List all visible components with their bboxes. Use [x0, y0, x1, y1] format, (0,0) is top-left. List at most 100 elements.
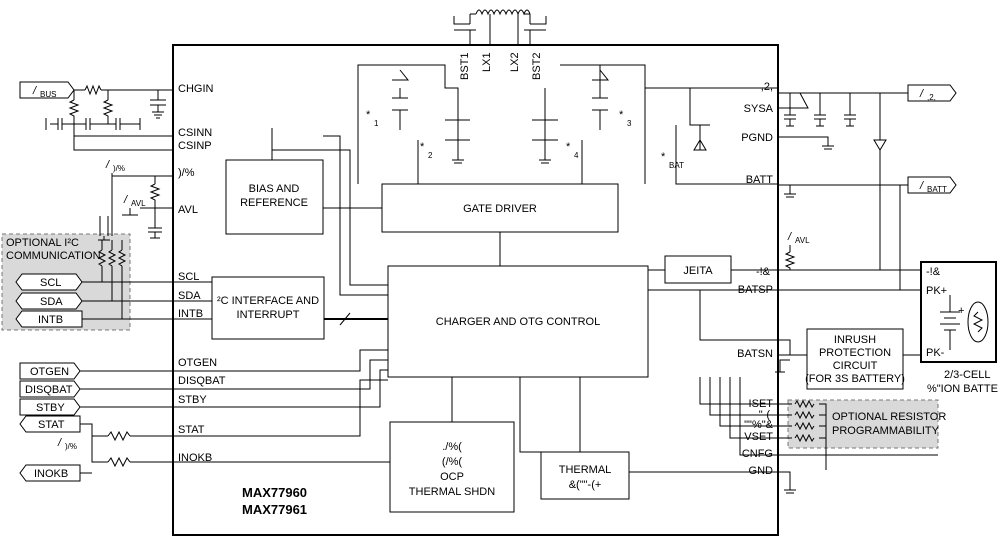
ocp-label-4: THERMAL SHDN — [409, 486, 495, 498]
disqbat-signal: DISQBAT — [25, 384, 73, 396]
pin-pgnd: PGND — [741, 132, 773, 144]
fet-q3-sub: 3 — [627, 119, 632, 128]
fet-q3-star: * — [619, 109, 624, 121]
thermal-label-2: &(""-(+ — [569, 479, 602, 491]
pin-avl: AVL — [178, 204, 198, 216]
pack-plus-label: PK+ — [926, 285, 947, 297]
charger-otg-control-block — [387, 265, 649, 378]
vbus-label: / — [32, 85, 37, 97]
battery-label-2: %"ION BATTERY — [927, 383, 998, 395]
vio-label: / — [57, 437, 62, 449]
fet-q2-star: * — [420, 141, 425, 153]
fet-q1-star: * — [366, 109, 371, 121]
stat-signal: STAT — [38, 419, 65, 431]
vio-sub: )/% — [65, 442, 77, 451]
pin-otgen: OTGEN — [178, 357, 217, 369]
intb-signal: INTB — [38, 314, 63, 326]
stby-signal: STBY — [36, 402, 65, 414]
vpvl-sub: )/% — [113, 164, 125, 173]
vbus-tag — [19, 81, 75, 99]
fet-q1-sub: 1 — [374, 119, 379, 128]
inokb-signal: INOKB — [34, 468, 68, 480]
sda-tag — [15, 292, 83, 310]
battery-pack — [920, 261, 997, 363]
inrush-label-1: INRUSH — [834, 334, 876, 346]
pin-intb: INTB — [178, 308, 203, 320]
pin-lx2: LX2 — [509, 52, 521, 72]
pin-sys: ,2, — [761, 81, 773, 93]
opt-res-label-2: PROGRAMMABILITY — [832, 425, 940, 437]
pin-cnfg: CNFG — [742, 448, 773, 460]
inrush-protection-block — [806, 328, 904, 390]
battery-label-1: 2/3-CELL — [944, 369, 990, 381]
vavl2-sub: AVL — [795, 236, 810, 245]
thermal-regulation-block — [540, 451, 630, 500]
pin-pvl: )/% — [178, 167, 195, 179]
vsys-sub: ,2, — [927, 93, 936, 102]
otgen-signal: OTGEN — [30, 366, 69, 378]
pin-stby: STBY — [178, 394, 207, 406]
thermal-label-1: THERMAL — [559, 464, 612, 476]
optional-resistor-region — [787, 399, 939, 449]
inrush-label-4: (FOR 3S BATTERY) — [805, 373, 905, 385]
vbatt-label: / — [919, 180, 924, 192]
pin-chgin: CHGIN — [178, 83, 214, 95]
inokb-tag — [19, 464, 81, 482]
pin-scl: SCL — [178, 271, 199, 283]
vbatt-tag — [907, 176, 957, 194]
pin-inokb: INOKB — [178, 452, 212, 464]
opt-i2c-label-1: OPTIONAL I²C — [6, 237, 79, 249]
i2c-interface-block — [211, 276, 325, 340]
stat-tag — [19, 415, 81, 433]
jeita-label: JEITA — [683, 265, 713, 277]
vbatt-sub: BATT — [927, 185, 947, 194]
pin-vset: VSET — [744, 431, 773, 443]
ocp-label-3: OCP — [440, 471, 464, 483]
fet-qbat-star: * — [661, 151, 666, 163]
inrush-label-3: CIRCUIT — [833, 360, 878, 372]
vsys-label: / — [919, 88, 924, 100]
charger-label: CHARGER AND OTG CONTROL — [436, 316, 600, 328]
inrush-label-2: PROTECTION — [819, 347, 891, 359]
vpvl-label: / — [105, 159, 110, 171]
pin-csinn: CSINN — [178, 127, 212, 139]
pin-sda: SDA — [178, 290, 201, 302]
opt-res-label-1: OPTIONAL RESISTOR — [832, 411, 946, 423]
pin-vsetp: ""%"& — [744, 419, 773, 431]
disqbat-tag — [19, 380, 81, 398]
pin-bst1: BST1 — [459, 52, 471, 80]
vavl2-label: / — [787, 231, 792, 243]
pin-gnd: GND — [749, 465, 774, 477]
scl-tag — [15, 273, 83, 291]
stby-tag — [19, 398, 81, 416]
pin-lx1: LX1 — [481, 52, 493, 72]
ocp-thermal-block — [389, 421, 515, 513]
ocp-label-2: (/%( — [442, 456, 463, 468]
cell-plus-label: + — [958, 305, 964, 317]
pin-stat: STAT — [178, 424, 205, 436]
pin-csinp: CSINP — [178, 140, 212, 152]
vbus-sub: BUS — [40, 90, 56, 99]
fet-q2-sub: 2 — [428, 151, 433, 160]
pin-batsn: BATSN — [737, 348, 773, 360]
vavl-label: / — [123, 194, 128, 206]
ocp-label-1: ./%( — [442, 441, 462, 453]
pin-sysa: SYSA — [744, 103, 774, 115]
sda-signal: SDA — [40, 296, 63, 308]
vsys-tag — [907, 84, 957, 102]
opt-i2c-label-2: COMMUNICATION — [6, 250, 101, 262]
part-number-1: MAX77960 — [242, 485, 307, 500]
scl-signal: SCL — [40, 277, 61, 289]
wiring — [45, 9, 989, 494]
bias-reference-block — [225, 159, 324, 235]
fet-qbat-sub: BAT — [669, 161, 684, 170]
pin-bst2: BST2 — [531, 52, 543, 80]
gate-driver-block — [381, 183, 619, 233]
fet-q4-sub: 4 — [574, 151, 579, 160]
pack-thm-label: -!& — [926, 266, 941, 278]
part-number-2: MAX77961 — [242, 502, 307, 517]
